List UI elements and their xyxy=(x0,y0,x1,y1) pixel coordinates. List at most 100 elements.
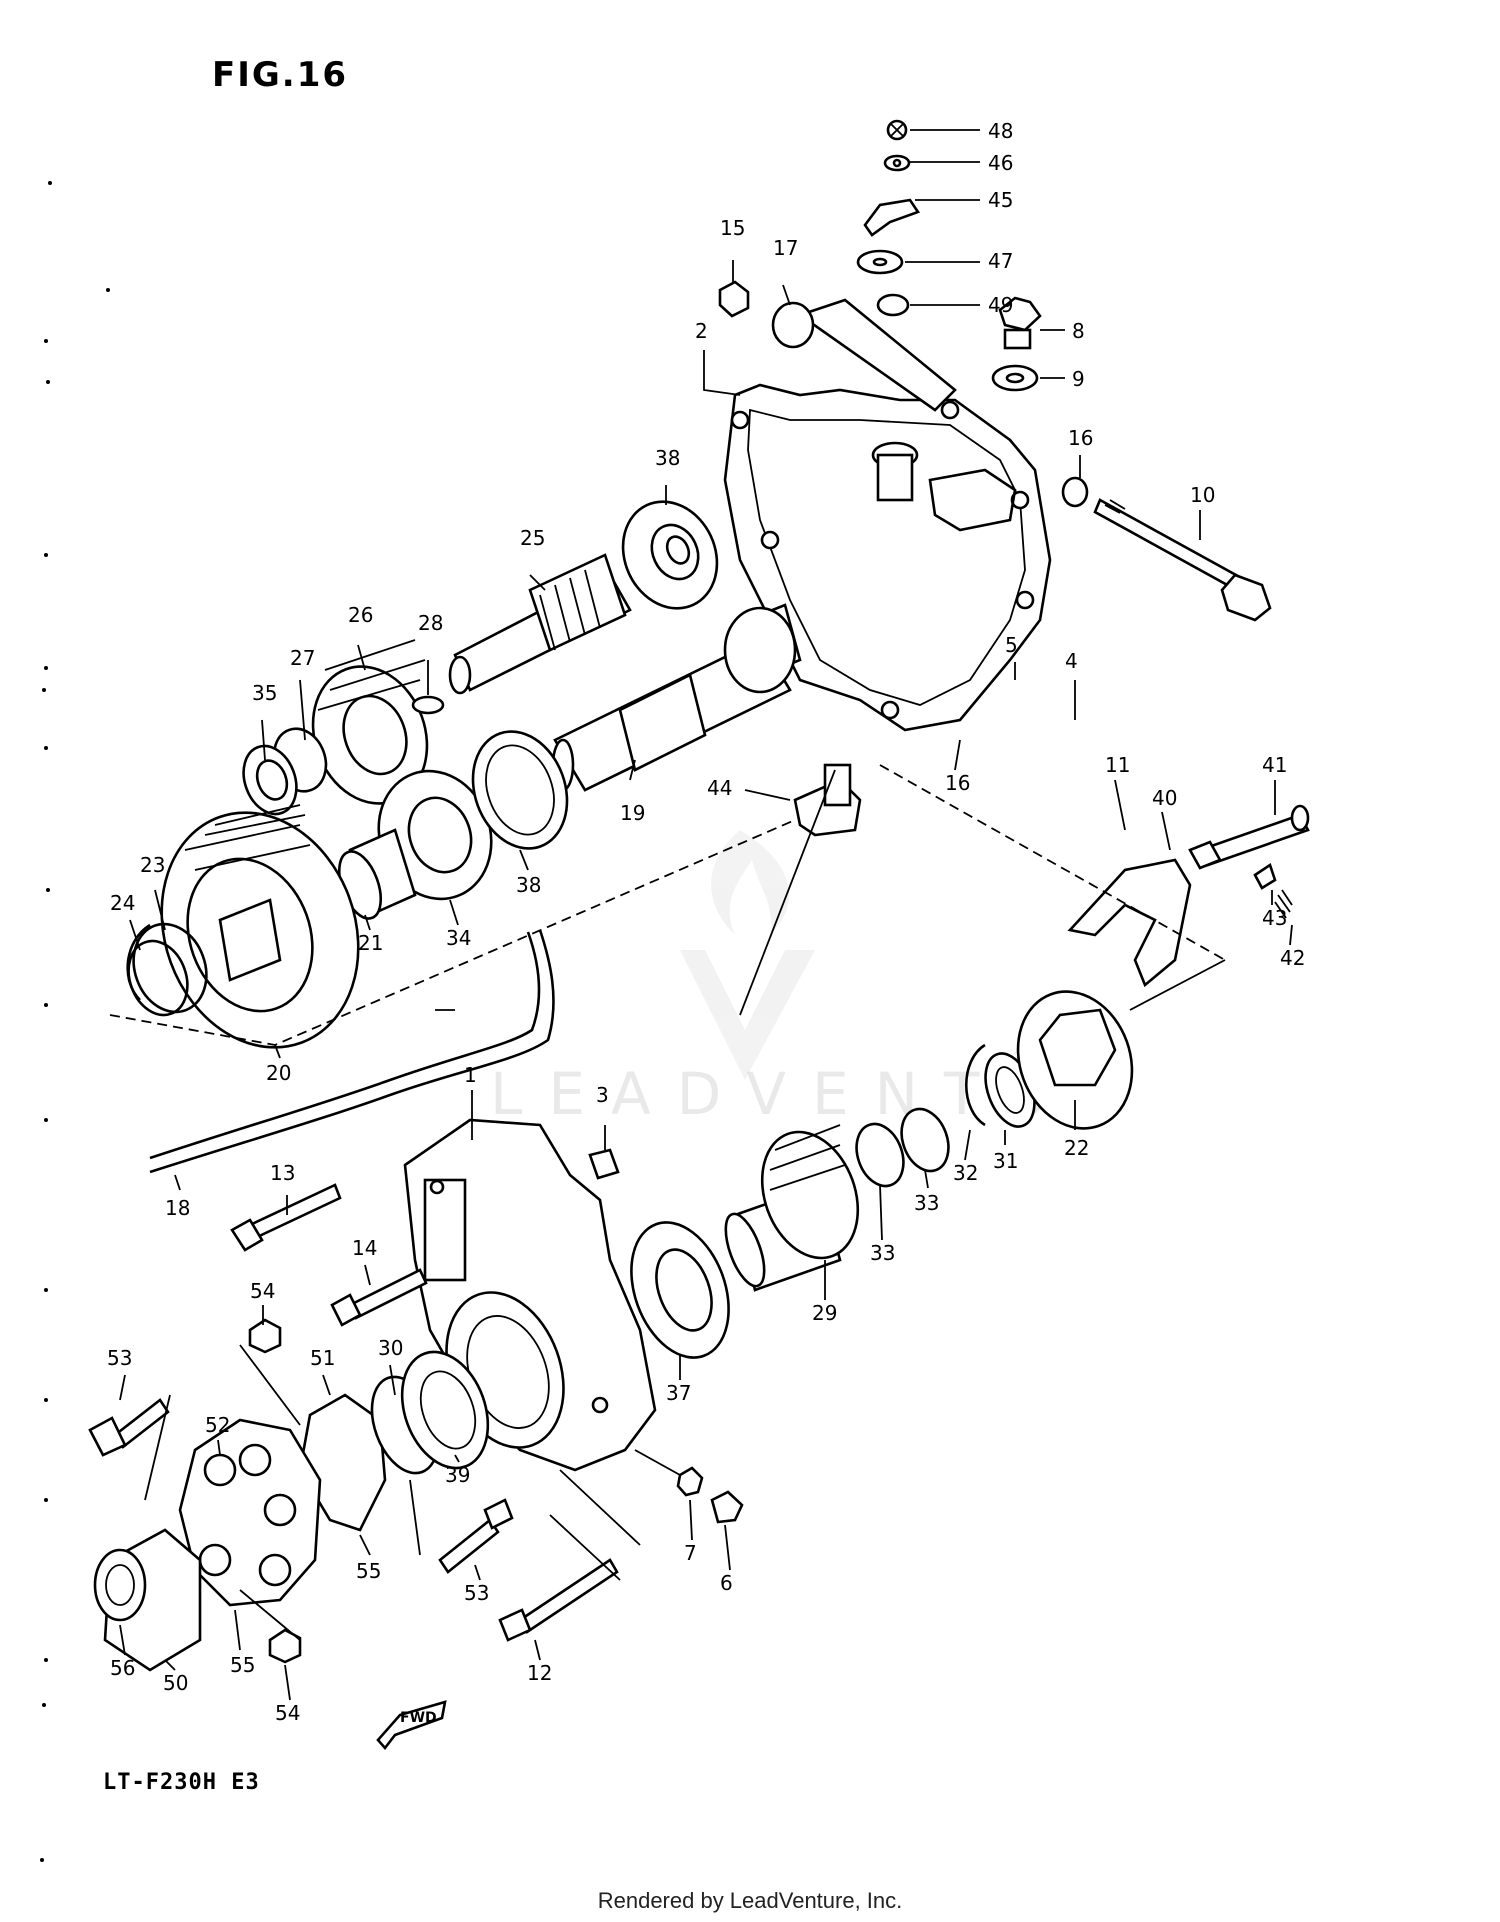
part-label: 32 xyxy=(953,1161,978,1185)
part-label: 44 xyxy=(707,776,732,800)
leader-lines xyxy=(119,129,1293,1701)
part-label: 55 xyxy=(230,1653,255,1677)
part-label: 54 xyxy=(275,1701,300,1725)
part-label: 9 xyxy=(1072,367,1085,391)
part-label: 1 xyxy=(464,1063,477,1087)
part-label: 23 xyxy=(140,853,165,877)
part-label: 7 xyxy=(684,1541,697,1565)
output-shaft-19 xyxy=(551,603,802,792)
part-label: 2 xyxy=(695,319,708,343)
part-label: 45 xyxy=(988,188,1013,212)
bolts-53-12 xyxy=(88,1398,619,1642)
plug-and-washer xyxy=(991,296,1042,392)
part-label: 50 xyxy=(163,1671,188,1695)
part-label: 3 xyxy=(596,1083,609,1107)
part-label: 40 xyxy=(1152,786,1177,810)
model-code: LT-F230H E3 xyxy=(103,1770,260,1795)
part-label: 27 xyxy=(290,646,315,670)
part-label: 24 xyxy=(110,891,135,915)
bearing-37 xyxy=(630,1221,730,1359)
part-label: 53 xyxy=(107,1346,132,1370)
part-label: 37 xyxy=(666,1381,691,1405)
part-label: 12 xyxy=(527,1661,552,1685)
part-label: 49 xyxy=(988,293,1013,317)
part-label: 15 xyxy=(720,216,745,240)
part-label: 16 xyxy=(945,771,970,795)
upper-rod xyxy=(771,298,957,412)
part-label: 4 xyxy=(1065,649,1078,673)
breather-hose-18 xyxy=(149,929,555,1174)
part-label: 18 xyxy=(165,1196,190,1220)
part-label: 28 xyxy=(418,611,443,635)
circlips-23-24 xyxy=(126,922,208,1017)
figure-title: FIG.16 xyxy=(212,55,349,95)
part-label: 54 xyxy=(250,1279,275,1303)
flange-51-seal-39 xyxy=(298,1350,490,1532)
nut-54-upper xyxy=(248,1318,282,1354)
part-label: 52 xyxy=(205,1413,230,1437)
watermark-logo xyxy=(680,830,815,1080)
nut-54-lower xyxy=(268,1628,302,1664)
seal-38-lower xyxy=(471,730,569,850)
part-label: 42 xyxy=(1280,946,1305,970)
top-hardware-stack xyxy=(856,119,921,317)
part-label: 21 xyxy=(358,931,383,955)
flange-52-50-56 xyxy=(93,1418,322,1672)
part-label: 51 xyxy=(310,1346,335,1370)
needle-bearings-33 xyxy=(855,1107,950,1188)
part-label: 14 xyxy=(352,1236,377,1260)
part-label: 34 xyxy=(446,926,471,950)
part-label: 55 xyxy=(356,1559,381,1583)
part-label: 11 xyxy=(1105,753,1130,777)
upper-case-housing xyxy=(723,383,1052,732)
gear-26-assembly xyxy=(242,639,445,816)
part-label: 35 xyxy=(252,681,277,705)
part-label: 19 xyxy=(620,801,645,825)
part-label: 20 xyxy=(266,1061,291,1085)
lever-44 xyxy=(793,763,862,837)
dog-clutch-22 xyxy=(1016,990,1134,1130)
countershaft-25 xyxy=(448,553,632,695)
bearing-38-upper xyxy=(621,500,719,610)
fwd-arrow[interactable]: FWD xyxy=(376,1700,447,1751)
part-label: 38 xyxy=(655,446,680,470)
footer-credit: Rendered by LeadVenture, Inc. xyxy=(597,1888,903,1913)
dowel-3 xyxy=(588,1148,620,1180)
breather-hose-18-outer xyxy=(149,931,541,1160)
part-label: 10 xyxy=(1190,483,1215,507)
part-label: 22 xyxy=(1064,1136,1089,1160)
part-label: 46 xyxy=(988,151,1013,175)
part-label: 16 xyxy=(1068,426,1093,450)
gear-20 xyxy=(160,804,360,1049)
bolt-10-assembly xyxy=(1061,476,1272,622)
part-label: 53 xyxy=(464,1581,489,1605)
part-label: 38 xyxy=(516,873,541,897)
part-label: 47 xyxy=(988,249,1013,273)
part-label: 31 xyxy=(993,1149,1018,1173)
part-label: 17 xyxy=(773,236,798,260)
part-label: 26 xyxy=(348,603,373,627)
shift-fork-40 xyxy=(1067,804,1310,988)
bolts-13-14 xyxy=(230,1183,428,1327)
part-label: 41 xyxy=(1262,753,1287,777)
nut-15 xyxy=(718,280,750,318)
part-label: 8 xyxy=(1072,319,1085,343)
fwd-label: FWD xyxy=(400,1710,437,1726)
part-number-labels: 48 46 45 47 49 8 9 15 17 2 16 10 38 25 2… xyxy=(107,119,1305,1725)
part-label: 43 xyxy=(1262,906,1287,930)
part-label: 33 xyxy=(870,1241,895,1265)
part-label: 29 xyxy=(812,1301,837,1325)
parts-7-6 xyxy=(676,1466,744,1524)
part-label: 6 xyxy=(720,1571,733,1595)
part-label: 33 xyxy=(914,1191,939,1215)
part-label: 13 xyxy=(270,1161,295,1185)
scan-specks xyxy=(40,181,110,1862)
part-label: 30 xyxy=(378,1336,403,1360)
part-label: 48 xyxy=(988,119,1013,143)
part-label: 56 xyxy=(110,1656,135,1680)
part-label: 25 xyxy=(520,526,545,550)
gear-shaft-29 xyxy=(724,1124,860,1292)
part-label: 39 xyxy=(445,1463,470,1487)
part-label: 5 xyxy=(1005,633,1018,657)
